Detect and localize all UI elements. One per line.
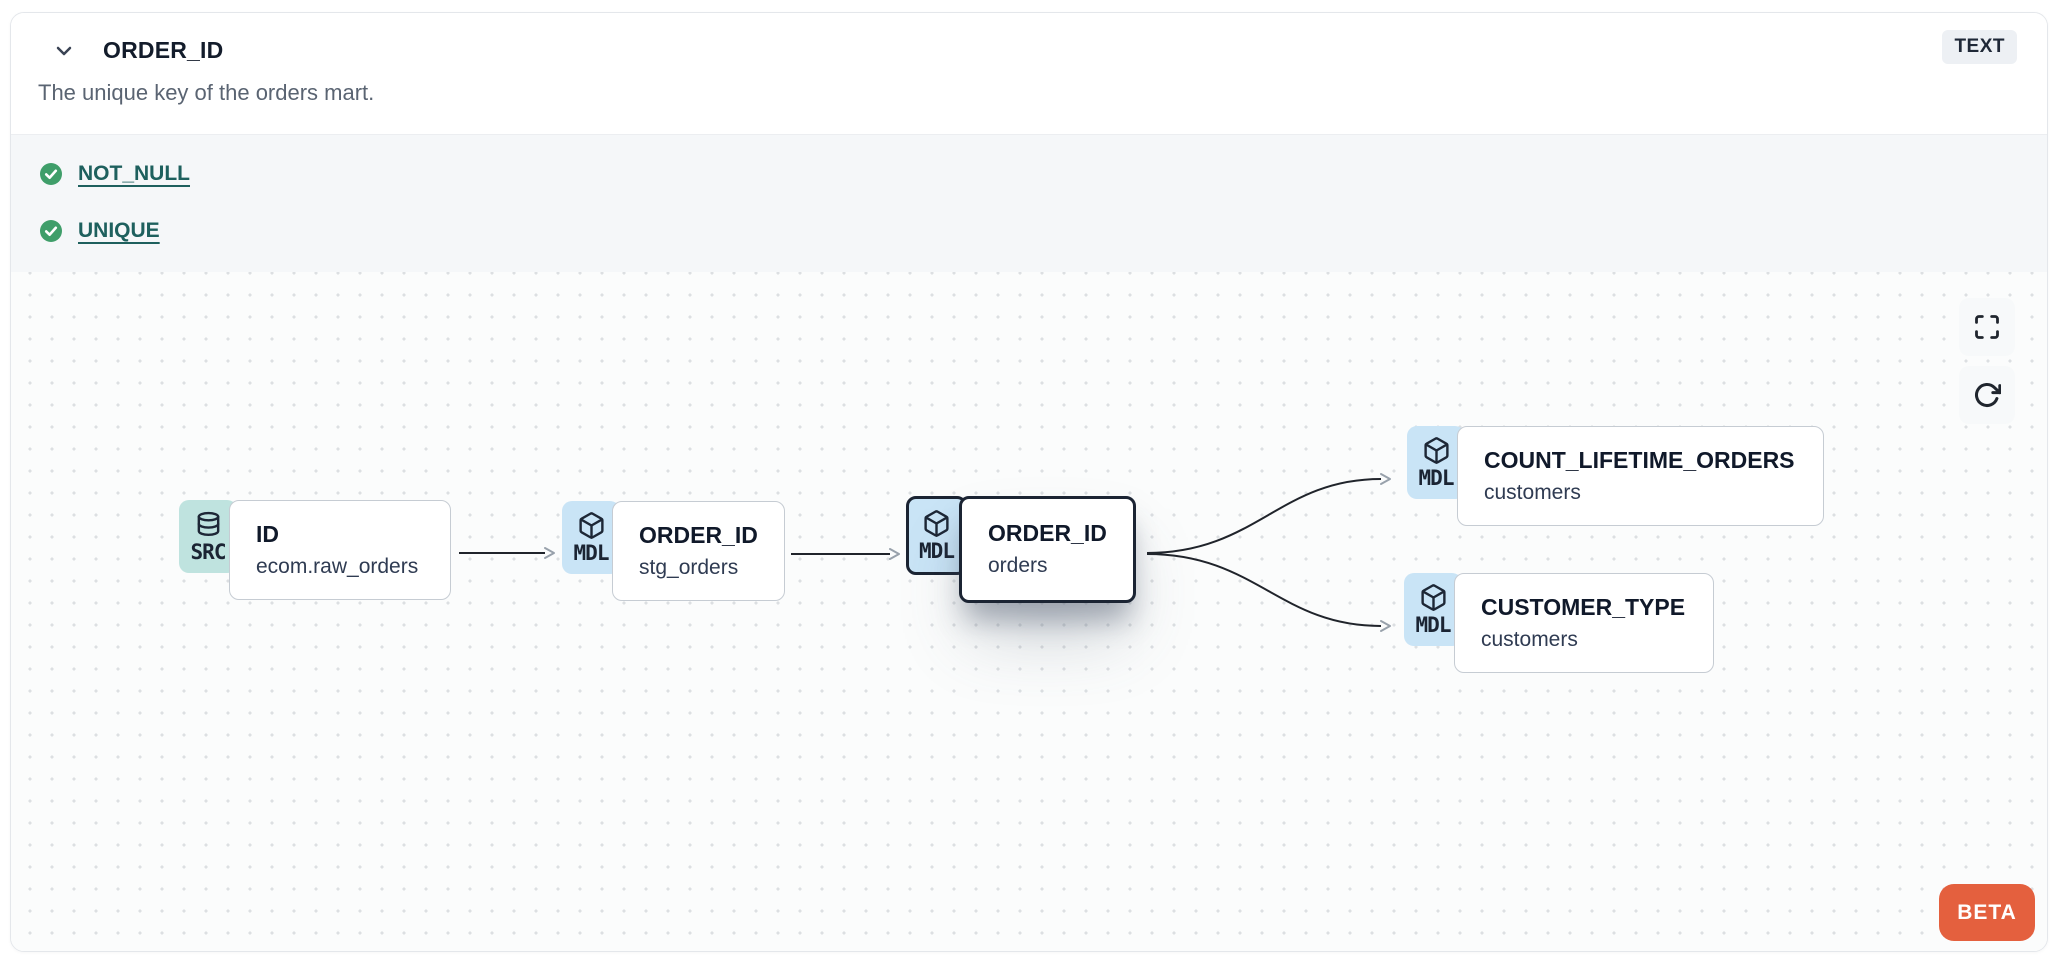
fullscreen-button[interactable]: [1959, 298, 2015, 356]
column-description: The unique key of the orders mart.: [38, 80, 375, 105]
collapse-toggle-button[interactable]: [51, 38, 77, 64]
edge-arrowhead-icon: [544, 547, 555, 559]
column-header: ORDER_ID TEXT The unique key of the orde…: [11, 13, 2047, 134]
node-column-name: ORDER_ID: [988, 520, 1107, 547]
test-link-not-null[interactable]: NOT_NULL: [78, 162, 190, 185]
chevron-down-icon: [52, 39, 76, 63]
model-badge: MDL: [1407, 426, 1465, 499]
canvas-controls: [1959, 298, 2015, 424]
column-details-panel: ORDER_ID TEXT The unique key of the orde…: [10, 12, 2048, 952]
node-column-name: ORDER_ID: [639, 521, 758, 548]
lineage-node-id-ecom-raw-orders[interactable]: SRC ID ecom.raw_orders: [179, 500, 451, 600]
fullscreen-icon: [1973, 313, 2001, 341]
node-column-name: CUSTOMER_TYPE: [1481, 593, 1686, 620]
node-model-name: customers: [1484, 480, 1581, 504]
source-badge: SRC: [179, 500, 237, 573]
lineage-canvas[interactable]: SRC ID ecom.raw_orders MDL ORDER_ID stg_…: [11, 272, 2047, 951]
lineage-edge: [1146, 478, 1382, 554]
lineage-node-order-id-orders[interactable]: MDL ORDER_ID orders: [906, 496, 1136, 603]
node-column-name: ID: [256, 520, 279, 547]
test-row-not-null: NOT_NULL: [39, 160, 2047, 188]
lineage-node-count-lifetime-orders-customers[interactable]: MDL COUNT_LIFETIME_ORDERS customers: [1407, 426, 1824, 526]
node-model-name: customers: [1481, 627, 1578, 651]
node-kind-label: MDL: [1418, 465, 1455, 490]
model-badge: MDL: [906, 496, 967, 575]
edge-arrowhead-icon: [889, 548, 900, 560]
edge-arrowhead-icon: [1380, 473, 1391, 485]
test-row-unique: UNIQUE: [39, 217, 2047, 245]
test-link-unique[interactable]: UNIQUE: [78, 219, 160, 242]
lineage-node-customer-type-customers[interactable]: MDL CUSTOMER_TYPE customers: [1404, 573, 1714, 673]
database-icon: [194, 510, 223, 539]
node-model-name: ecom.raw_orders: [256, 554, 419, 578]
tests-section: NOT_NULL UNIQUE: [11, 134, 2047, 272]
refresh-icon: [1973, 381, 2001, 409]
beta-badge: BETA: [1939, 884, 2035, 941]
node-column-name: COUNT_LIFETIME_ORDERS: [1484, 446, 1795, 473]
reset-view-button[interactable]: [1959, 366, 2015, 424]
node-kind-label: MDL: [919, 538, 955, 563]
node-kind-label: SRC: [190, 539, 227, 564]
check-circle-icon: [39, 219, 63, 243]
column-type-badge: TEXT: [1942, 30, 2017, 64]
lineage-edge: [1146, 553, 1382, 627]
model-badge: MDL: [1404, 573, 1462, 646]
node-kind-label: MDL: [1415, 612, 1452, 637]
cube-icon: [922, 509, 951, 538]
column-name-title: ORDER_ID: [103, 37, 224, 63]
node-card: COUNT_LIFETIME_ORDERS customers: [1457, 426, 1824, 526]
node-card: ORDER_ID orders: [959, 496, 1136, 603]
node-card: ORDER_ID stg_orders: [612, 501, 785, 601]
node-model-name: stg_orders: [639, 555, 739, 579]
lineage-edges: [459, 473, 1391, 632]
node-card: CUSTOMER_TYPE customers: [1454, 573, 1714, 673]
model-badge: MDL: [562, 501, 620, 574]
check-circle-icon: [39, 162, 63, 186]
cube-icon: [1419, 583, 1448, 612]
lineage-node-order-id-stg-orders[interactable]: MDL ORDER_ID stg_orders: [562, 501, 785, 601]
cube-icon: [1422, 436, 1451, 465]
node-model-name: orders: [988, 554, 1048, 578]
node-kind-label: MDL: [573, 540, 610, 565]
cube-icon: [577, 511, 606, 540]
edge-arrowhead-icon: [1380, 620, 1391, 632]
node-card: ID ecom.raw_orders: [229, 500, 451, 600]
